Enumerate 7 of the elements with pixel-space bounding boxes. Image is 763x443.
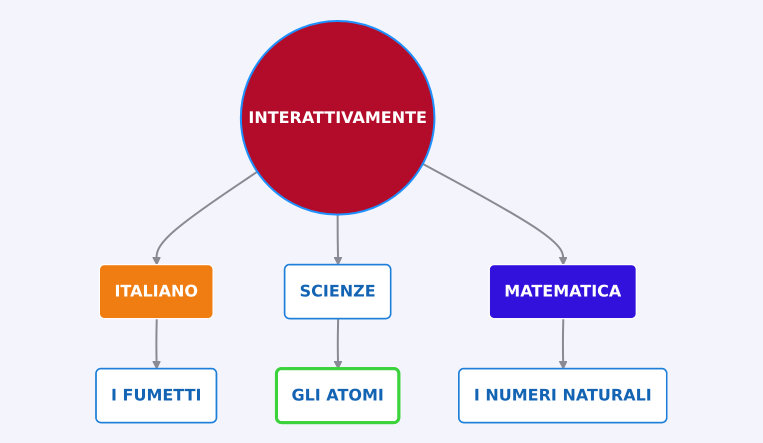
arrow: [334, 318, 343, 370]
arrow: [152, 170, 258, 266]
arrow: [558, 318, 568, 370]
arrow: [334, 214, 343, 266]
arrow: [152, 318, 162, 370]
arrow: [422, 162, 568, 266]
node-circle: INTERATTIVAMENTE: [240, 20, 436, 216]
